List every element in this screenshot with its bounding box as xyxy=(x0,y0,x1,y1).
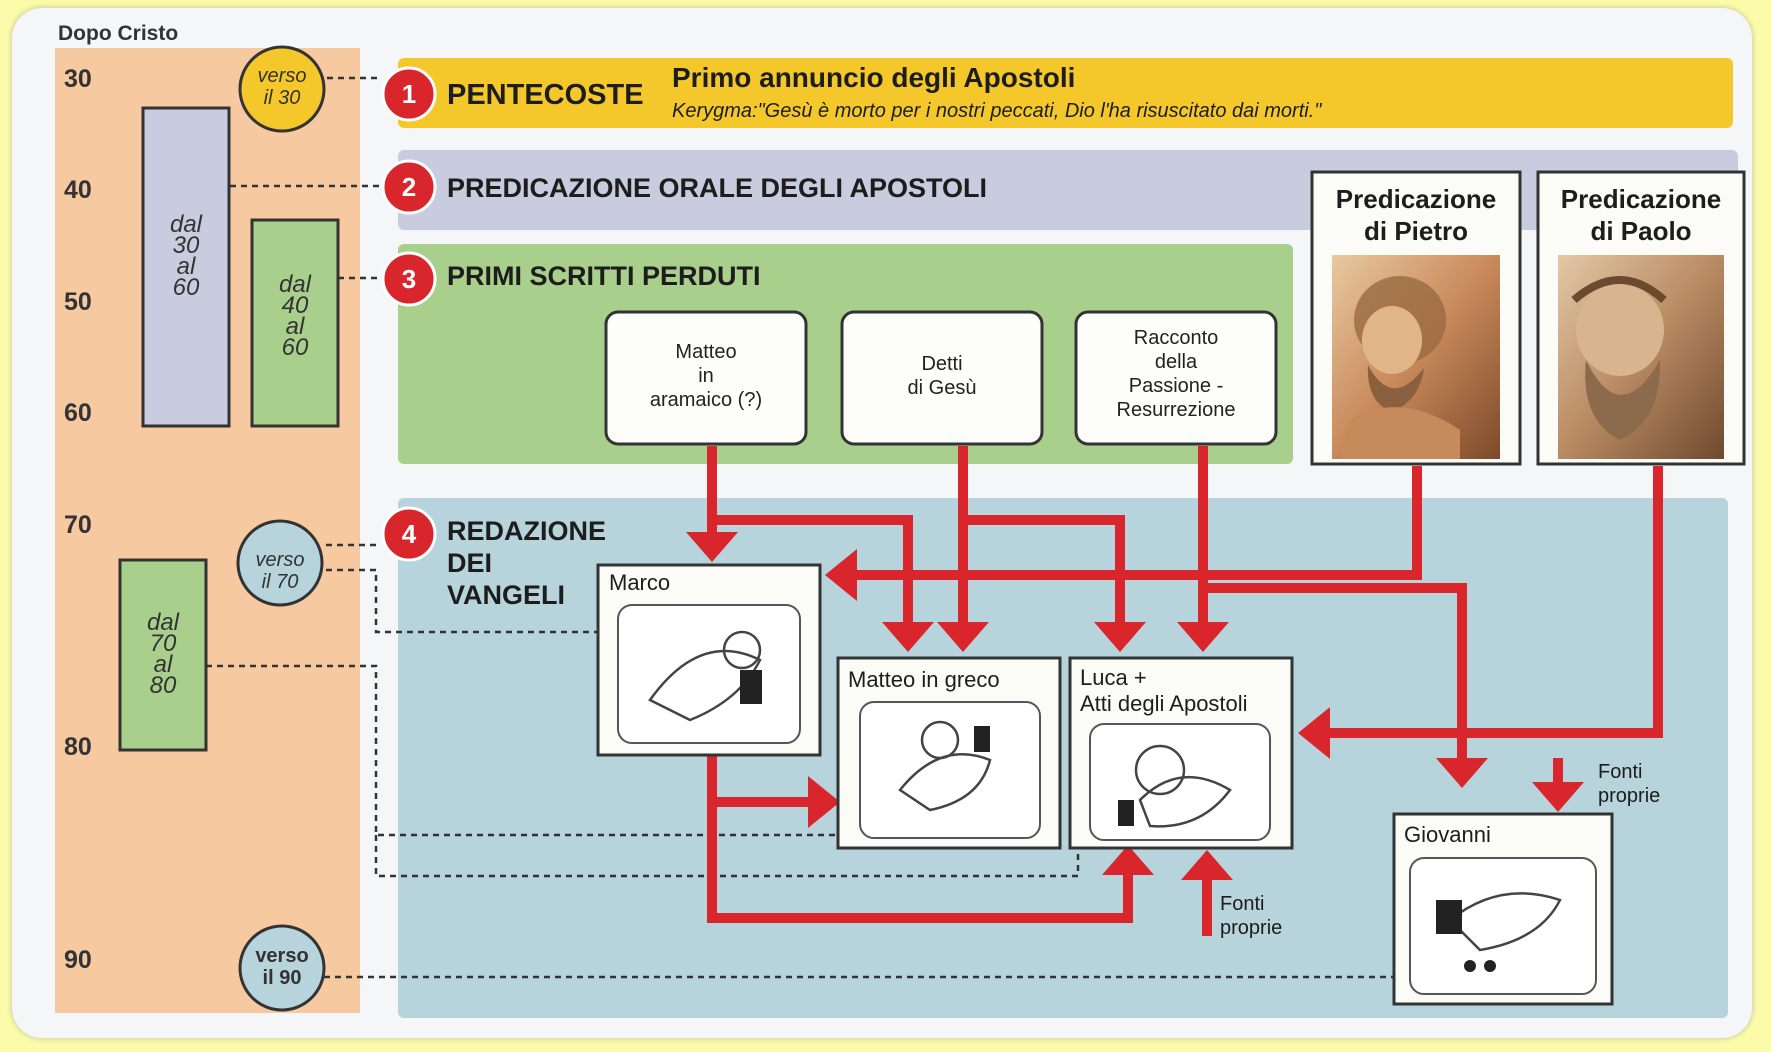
time-bar-70-80: dal 70 al 80 xyxy=(118,558,208,752)
year-label: 80 xyxy=(64,733,92,761)
arrow-heads xyxy=(686,532,1584,880)
pentecoste-headline: Primo annuncio degli Apostoli xyxy=(672,62,1075,93)
svg-text:60: 60 xyxy=(282,334,309,361)
svg-text:4: 4 xyxy=(402,519,417,549)
svg-text:il 30: il 30 xyxy=(264,87,301,109)
stage-title: VANGELI xyxy=(447,580,565,610)
year-label: 30 xyxy=(64,65,92,93)
svg-text:3: 3 xyxy=(402,264,416,294)
lost-writing-box: Detti di Gesù xyxy=(840,310,1044,446)
svg-text:30: 30 xyxy=(173,232,200,259)
svg-text:in: in xyxy=(698,365,714,387)
ox-symbol-icon xyxy=(1089,723,1271,841)
svg-text:Fonti: Fonti xyxy=(1598,761,1642,783)
lion-symbol-icon xyxy=(617,604,801,744)
stage-title: PENTECOSTE xyxy=(447,79,644,111)
svg-text:Predicazione: Predicazione xyxy=(1561,184,1721,214)
svg-text:70: 70 xyxy=(150,630,177,657)
svg-text:di Paolo: di Paolo xyxy=(1590,216,1691,246)
gospel-box-matteo: Matteo in greco xyxy=(836,656,1062,850)
svg-text:Resurrezione: Resurrezione xyxy=(1117,399,1236,421)
stage-4: 4 REDAZIONE DEI VANGELI xyxy=(381,506,606,610)
svg-text:Luca +: Luca + xyxy=(1080,665,1147,690)
lost-writing-box: Racconto della Passione - Resurrezione xyxy=(1074,310,1278,446)
svg-text:di Pietro: di Pietro xyxy=(1364,216,1468,246)
time-circle-30: verso il 30 xyxy=(238,45,326,133)
time-circle-70: verso il 70 xyxy=(236,519,324,607)
time-bar-30-60: dal 30 al 60 xyxy=(141,106,231,428)
year-label: 40 xyxy=(64,176,92,204)
year-label: 90 xyxy=(64,946,92,974)
svg-text:di Gesù: di Gesù xyxy=(908,377,977,399)
year-label: 60 xyxy=(64,399,92,427)
year-label: 70 xyxy=(64,511,92,539)
gospel-box-giovanni: Giovanni xyxy=(1392,812,1614,1006)
angel-symbol-icon xyxy=(859,701,1041,839)
fonti-proprie-label: Fonti proprie xyxy=(1220,893,1282,939)
svg-text:Passione -: Passione - xyxy=(1129,375,1224,397)
svg-text:al: al xyxy=(177,253,196,280)
svg-text:Giovanni: Giovanni xyxy=(1404,822,1491,847)
fonti-proprie-label: Fonti proprie xyxy=(1598,761,1660,807)
svg-text:Matteo: Matteo xyxy=(675,341,736,363)
svg-text:al: al xyxy=(154,651,173,678)
stage-title: PREDICAZIONE ORALE DEGLI APOSTOLI xyxy=(447,173,987,203)
svg-text:80: 80 xyxy=(150,672,177,699)
svg-text:Predicazione: Predicazione xyxy=(1336,184,1496,214)
eagle-symbol-icon xyxy=(1409,857,1597,995)
svg-text:il 70: il 70 xyxy=(262,571,299,593)
svg-text:40: 40 xyxy=(282,292,309,319)
time-circle-90: verso il 90 xyxy=(238,924,326,1012)
svg-text:dal: dal xyxy=(170,211,203,238)
svg-text:Fonti: Fonti xyxy=(1220,893,1264,915)
svg-text:il 90: il 90 xyxy=(263,967,302,989)
lost-writing-box: Matteo in aramaico (?) xyxy=(604,310,808,446)
portrait-peter xyxy=(1332,255,1500,459)
stage-1: 1 PENTECOSTE xyxy=(381,66,644,122)
svg-text:verso: verso xyxy=(256,549,305,571)
dashed-connectors xyxy=(206,76,1394,979)
gospel-box-marco: Marco xyxy=(596,563,822,757)
svg-text:2: 2 xyxy=(402,172,416,202)
svg-text:verso: verso xyxy=(258,65,307,87)
svg-text:Racconto: Racconto xyxy=(1134,327,1219,349)
svg-text:dal: dal xyxy=(147,609,180,636)
flow-arrows xyxy=(707,446,1663,936)
svg-text:aramaico (?): aramaico (?) xyxy=(650,389,762,411)
stage-title: REDAZIONE xyxy=(447,516,606,546)
svg-text:1: 1 xyxy=(402,79,416,109)
timeline-header: Dopo Cristo xyxy=(58,22,178,45)
stage-2: 2 PREDICAZIONE ORALE DEGLI APOSTOLI xyxy=(381,159,987,215)
svg-text:dal: dal xyxy=(279,271,312,298)
kerygma-text: Kerygma:"Gesù è morto per i nostri pecca… xyxy=(672,100,1322,122)
stage-title: PRIMI SCRITTI PERDUTI xyxy=(447,261,761,291)
stage-3: 3 PRIMI SCRITTI PERDUTI xyxy=(381,251,761,307)
svg-text:proprie: proprie xyxy=(1598,785,1660,807)
stage-title: DEI xyxy=(447,548,492,578)
svg-text:60: 60 xyxy=(173,274,200,301)
year-label: 50 xyxy=(64,288,92,316)
time-bar-40-60: dal 40 al 60 xyxy=(250,218,340,428)
gospel-box-luca: Luca + Atti degli Apostoli xyxy=(1068,656,1294,850)
svg-text:proprie: proprie xyxy=(1220,917,1282,939)
stage1-band xyxy=(398,58,1733,128)
portrait-paul xyxy=(1558,255,1724,459)
preaching-peter-panel: Predicazione di Pietro xyxy=(1310,170,1522,466)
preaching-paul-panel: Predicazione di Paolo xyxy=(1536,170,1746,466)
svg-text:al: al xyxy=(286,313,305,340)
svg-text:della: della xyxy=(1155,351,1198,373)
svg-text:Detti: Detti xyxy=(921,353,962,375)
svg-text:Matteo in greco: Matteo in greco xyxy=(848,667,1000,692)
svg-text:verso: verso xyxy=(255,945,308,967)
svg-text:Atti degli Apostoli: Atti degli Apostoli xyxy=(1080,691,1248,716)
svg-text:Marco: Marco xyxy=(609,570,670,595)
